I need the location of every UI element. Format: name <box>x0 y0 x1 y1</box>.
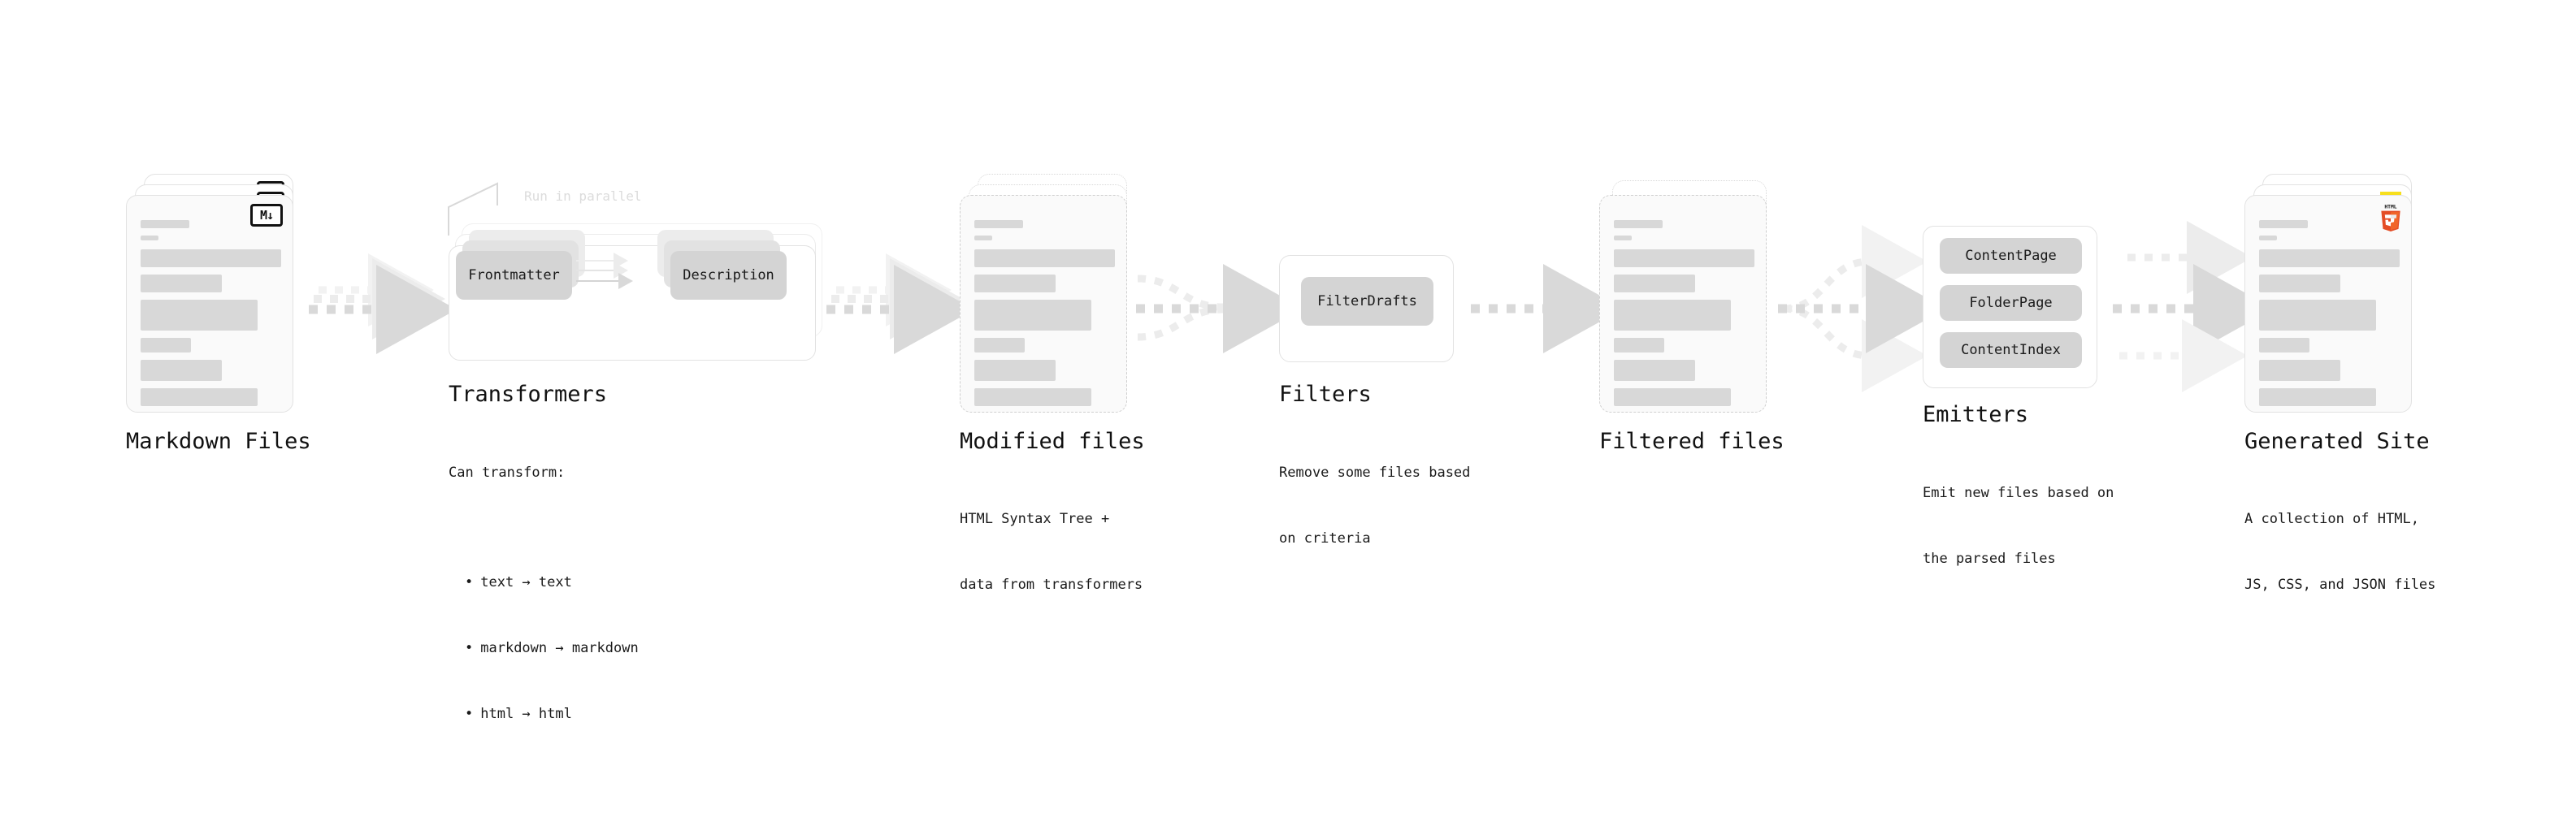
subtitle-line: Remove some files based <box>1279 465 1471 481</box>
modified-file-card-front <box>960 195 1127 413</box>
filtered-file-card-front <box>1599 195 1767 413</box>
arrow-transformers-to-modified <box>826 253 974 354</box>
transformer-chip-frontmatter[interactable]: Frontmatter <box>456 251 572 300</box>
subtitle-line: the parsed files <box>1923 551 2056 567</box>
arrow-emitters-to-site <box>2113 221 2274 392</box>
list-item: text → text <box>465 572 639 594</box>
page-title-markdown-files: Markdown Files <box>126 429 311 454</box>
subtitle-line: data from transformers <box>960 577 1143 593</box>
list-item: html → html <box>465 703 639 725</box>
markdown-file-card-front: M↓ <box>126 195 293 413</box>
generated-site-stack: CSS HTML <box>2244 174 2412 422</box>
arrow-modified-to-filters <box>1136 264 1303 353</box>
page-title-filters: Filters <box>1279 382 1372 407</box>
html5-logo-icon: HTML <box>2379 202 2403 231</box>
list-item: markdown → markdown <box>465 638 638 659</box>
transformers-subtitle: Can transform: text → text markdown → ma… <box>449 418 639 813</box>
generated-site-subtitle: A collection of HTML, JS, CSS, and JSON … <box>2244 465 2435 640</box>
emitters-subtitle: Emit new files based on the parsed files <box>1923 439 2114 614</box>
page-title-generated-site: Generated Site <box>2244 429 2430 454</box>
emitter-chip-contentindex[interactable]: ContentIndex <box>1940 332 2082 368</box>
modified-files-subtitle: HTML Syntax Tree + data from transformer… <box>960 465 1143 640</box>
run-in-parallel-label: Run in parallel <box>524 188 642 204</box>
transformer-chip-description[interactable]: Description <box>670 251 787 300</box>
subtitle-line: A collection of HTML, <box>2244 511 2419 527</box>
subtitle-line: Emit new files based on <box>1923 485 2114 501</box>
modified-files-stack <box>960 174 1127 422</box>
filtered-files-stack <box>1599 180 1767 422</box>
page-title-emitters: Emitters <box>1923 402 2029 427</box>
arrow-markdown-to-transformers <box>309 253 457 354</box>
document-skeleton <box>974 220 1115 413</box>
arrow-filtered-to-emitters <box>1778 225 1946 392</box>
transformers-box-front: Frontmatter Description <box>449 230 816 361</box>
transformer-inner-arrows <box>576 253 633 289</box>
filter-chip-filterdrafts[interactable]: FilterDrafts <box>1301 277 1433 326</box>
generated-file-card-html: HTML <box>2244 195 2412 413</box>
page-title-transformers: Transformers <box>449 382 608 407</box>
transformers-subtitle-heading: Can transform: <box>449 465 566 481</box>
markdown-files-stack: M↓ M↓ M↓ <box>126 174 293 422</box>
document-skeleton <box>2259 220 2400 413</box>
document-skeleton <box>141 220 281 413</box>
filters-subtitle: Remove some files based on criteria <box>1279 418 1470 594</box>
document-skeleton <box>1614 220 1754 413</box>
filters-box: FilterDrafts <box>1279 255 1454 362</box>
emitter-chip-contentpage[interactable]: ContentPage <box>1940 238 2082 274</box>
transformers-bullet-list: text → text markdown → markdown html → h… <box>449 528 639 769</box>
markdown-logo-icon: M↓ <box>250 204 283 227</box>
subtitle-line: on criteria <box>1279 530 1371 547</box>
page-title-modified-files: Modified files <box>960 429 1145 454</box>
subtitle-line: HTML Syntax Tree + <box>960 511 1110 527</box>
subtitle-line: JS, CSS, and JSON files <box>2244 577 2436 593</box>
page-title-filtered-files: Filtered files <box>1599 429 1785 454</box>
svg-text:HTML: HTML <box>2384 204 2396 210</box>
emitters-box: ContentPage FolderPage ContentIndex <box>1923 226 2097 388</box>
emitter-chip-folderpage[interactable]: FolderPage <box>1940 285 2082 321</box>
diagram-canvas: M↓ M↓ M↓ Markdown Files Run in parallel … <box>0 0 2576 681</box>
